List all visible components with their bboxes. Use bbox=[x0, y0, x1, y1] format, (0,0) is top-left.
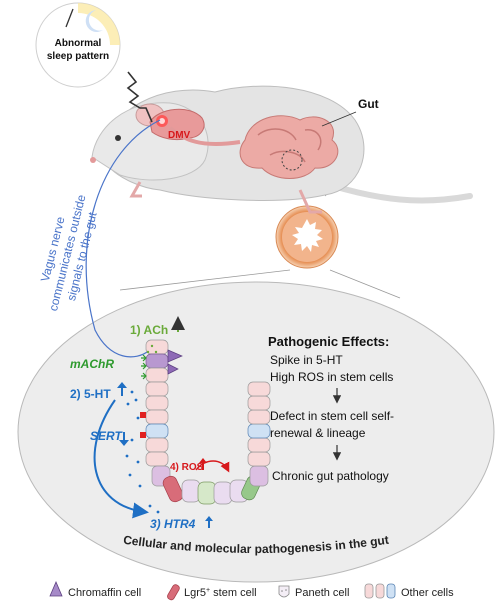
paneth-cell-icon bbox=[278, 585, 290, 598]
chromaffin-cell-icon bbox=[49, 580, 63, 597]
effects-item1: Spike in 5-HT bbox=[270, 353, 343, 367]
legend-lgr5: Lgr5+ stem cell bbox=[184, 587, 257, 599]
serotonin-dots bbox=[125, 390, 160, 514]
legend: Chromaffin cell Lgr5+ stem cell Paneth c… bbox=[49, 580, 454, 601]
lgr5-stem-cell-icon bbox=[167, 584, 180, 601]
serotonin-label: 2) 5-HT bbox=[70, 387, 111, 401]
clock-hand bbox=[65, 8, 74, 28]
dmv-label: DMV bbox=[168, 130, 191, 141]
other-cell-icon-blue bbox=[386, 583, 396, 599]
other-cell-icon-pink2 bbox=[375, 583, 385, 599]
machr-receptors bbox=[141, 354, 147, 380]
arrow-5ht-to-htr4 bbox=[93, 399, 149, 519]
crypt-bottom bbox=[151, 465, 269, 505]
zoom-line-ellipse-left bbox=[119, 269, 291, 291]
up-arrows bbox=[117, 316, 213, 528]
mouse-tail bbox=[327, 182, 473, 204]
zoom-line-ellipse-right bbox=[329, 269, 401, 299]
vagus-nerve-path bbox=[85, 119, 161, 358]
gut-pointer bbox=[321, 111, 357, 127]
effects-item3a: Defect in stem cell self- bbox=[270, 409, 394, 423]
mouse-eye bbox=[115, 135, 121, 141]
ach-label: 1) ACh bbox=[130, 323, 168, 337]
sleep-squiggle bbox=[126, 71, 153, 123]
gut-cross-section bbox=[275, 205, 339, 269]
sert-label: SERT bbox=[90, 429, 123, 443]
other-cell-icon-pink1 bbox=[364, 583, 374, 599]
effects-title: Pathogenic Effects: bbox=[268, 334, 389, 349]
crypt-left-column bbox=[140, 339, 183, 467]
mouse-back-leg bbox=[298, 189, 322, 214]
sleep-pattern-icon bbox=[35, 2, 121, 88]
gut-zoom-circle bbox=[281, 149, 303, 171]
mouse-front-leg bbox=[129, 181, 142, 198]
arrow-ros bbox=[195, 460, 230, 473]
sleep-label-line1: Abnormal bbox=[55, 38, 102, 49]
moon-icon bbox=[85, 10, 103, 32]
effects-item4: Chronic gut pathology bbox=[272, 469, 389, 483]
crypt-right-column bbox=[247, 381, 271, 467]
gut-label: Gut bbox=[358, 97, 379, 111]
mouse-illustration bbox=[90, 85, 473, 214]
legend-paneth: Paneth cell bbox=[295, 587, 349, 599]
ach-dots bbox=[146, 344, 158, 354]
effects-item3b: renewal & lineage bbox=[270, 426, 366, 440]
legend-other: Other cells bbox=[401, 587, 454, 599]
intestinal-crypt bbox=[125, 339, 271, 514]
mouse-nose bbox=[90, 157, 96, 163]
effects-item2: High ROS in stem cells bbox=[270, 370, 393, 384]
machr-label: mAChR bbox=[70, 357, 114, 371]
legend-chromaffin: Chromaffin cell bbox=[68, 587, 141, 599]
ros-label: 4) ROS bbox=[170, 462, 204, 473]
mouse-spinal-line bbox=[168, 126, 241, 147]
htr4-label: 3) HTR4 bbox=[150, 517, 196, 531]
sleep-label-line2: sleep pattern bbox=[47, 51, 109, 62]
